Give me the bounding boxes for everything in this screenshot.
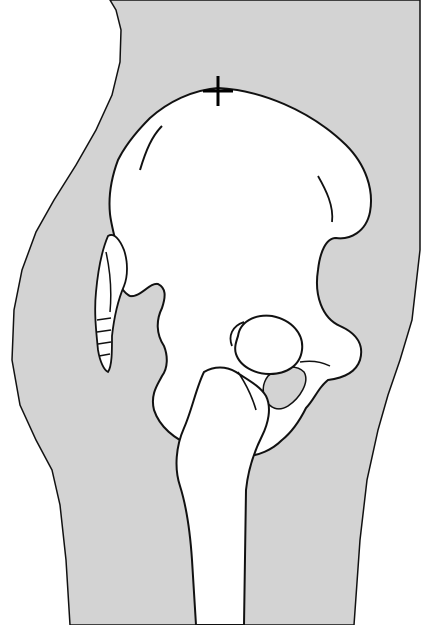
femoral-head — [235, 316, 302, 374]
